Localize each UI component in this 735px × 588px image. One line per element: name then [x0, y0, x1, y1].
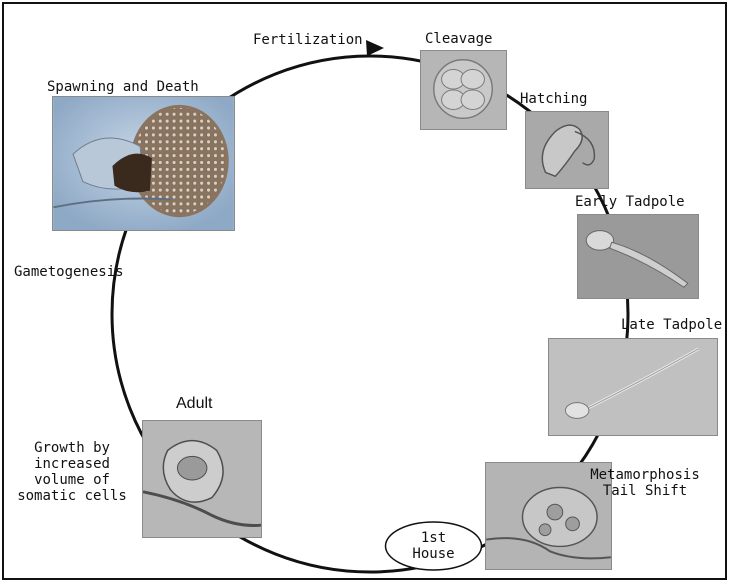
hatching-label: Hatching [520, 91, 587, 107]
spawning-label: Spawning and Death [47, 79, 199, 95]
growth-label: Growth by increased volume of somatic ce… [8, 440, 136, 504]
adult-label: Adult [176, 396, 212, 412]
cleavage-label: Cleavage [425, 31, 492, 47]
hatching-photo [525, 111, 609, 189]
early-tadpole-label: Early Tadpole [575, 194, 685, 210]
metamorphosis-label: Metamorphosis Tail Shift [578, 467, 712, 499]
first-house-label: 1st House [383, 530, 484, 562]
late-tadpole-label: Late Tadpole [621, 317, 722, 333]
fertilization-label: Fertilization [253, 32, 363, 48]
late-tadpole-photo [548, 338, 718, 436]
spawning-photo [52, 96, 235, 231]
early-tadpole-photo [577, 214, 699, 299]
gametogenesis-label: Gametogenesis [14, 264, 124, 280]
adult-photo [142, 420, 262, 538]
cleavage-photo [420, 50, 507, 130]
fertilization-arrowhead [366, 40, 384, 56]
